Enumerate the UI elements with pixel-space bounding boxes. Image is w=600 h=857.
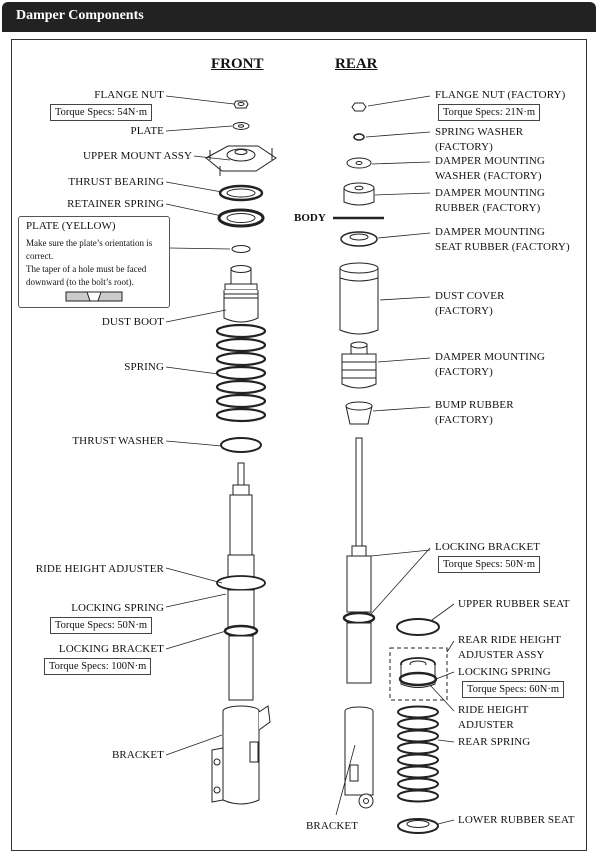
rear-upper-rubber-seat — [396, 618, 440, 636]
rear-adjuster-assy — [398, 657, 438, 688]
rear-seat-rubber — [340, 231, 378, 247]
rear-adjuster-assy-label-2: ADJUSTER ASSY — [458, 649, 545, 661]
front-thrust-washer — [220, 437, 262, 453]
rear-locking-bracket-spec: Torque Specs: 50N·m — [438, 556, 540, 573]
rear-mounting-label-2: (FACTORY) — [435, 366, 493, 378]
front-spring-label: SPRING — [124, 361, 164, 373]
rear-mounting-label-1: DAMPER MOUNTING — [435, 351, 545, 363]
rear-locking-spring-label: LOCKING SPRING — [458, 666, 551, 678]
title-bar: Damper Components — [2, 2, 596, 32]
rear-ride-height-label-2: ADJUSTER — [458, 719, 514, 731]
front-dust-boot-label: DUST BOOT — [101, 316, 164, 328]
page-title: Damper Components — [16, 8, 144, 23]
body-label: BODY — [294, 212, 326, 224]
rear-dust-cover — [339, 262, 379, 335]
rear-dust-cover-label-2: (FACTORY) — [435, 305, 493, 317]
front-locking-spring-label: LOCKING SPRING — [71, 602, 164, 614]
rear-lower-rubber-seat-label: LOWER RUBBER SEAT — [458, 814, 575, 826]
front-upper-mount — [205, 145, 277, 176]
front-plate — [232, 122, 250, 130]
front-bracket-label: BRACKET — [111, 749, 164, 761]
rear-flange-nut — [351, 102, 367, 112]
front-heading: FRONT — [211, 56, 264, 72]
front-flange-nut-spec: Torque Specs: 54N·m — [50, 104, 152, 121]
diagram-frame — [11, 39, 587, 851]
front-flange-nut — [233, 100, 249, 109]
plate-cross-section-icon — [65, 291, 123, 302]
rear-seat-rubber-label-1: DAMPER MOUNTING — [435, 226, 545, 238]
front-ride-height-label: RIDE HEIGHT ADJUSTER — [35, 563, 164, 575]
rear-mount-rubber-label-2: RUBBER (FACTORY) — [435, 202, 541, 214]
rear-ride-height-label-1: RIDE HEIGHT — [458, 704, 529, 716]
front-flange-nut-label: FLANGE NUT — [94, 89, 164, 101]
front-retainer-spring — [217, 208, 265, 228]
front-plate-label: PLATE — [130, 125, 164, 137]
front-yellow-plate — [231, 245, 251, 253]
front-thrust-bearing-label: THRUST BEARING — [68, 176, 164, 188]
front-retainer-spring-label: RETAINER SPRING — [67, 198, 164, 210]
rear-mounting-washer — [346, 157, 372, 169]
rear-upper-rubber-seat-label: UPPER RUBBER SEAT — [458, 598, 570, 610]
rear-heading: REAR — [335, 56, 378, 72]
front-locking-bracket-label: LOCKING BRACKET — [58, 643, 164, 655]
rear-spring — [397, 705, 439, 803]
front-thrust-bearing — [218, 184, 264, 202]
plate-yellow-note: PLATE (YELLOW) Make sure the plate’s ori… — [18, 216, 170, 308]
rear-lower-rubber-seat — [397, 818, 439, 834]
rear-bump-rubber — [345, 401, 373, 425]
rear-flange-nut-spec: Torque Specs: 21N·m — [438, 104, 540, 121]
rear-damper-mounting — [341, 341, 377, 389]
rear-adjuster-assy-label-1: REAR RIDE HEIGHT — [458, 634, 562, 646]
rear-bracket — [344, 706, 374, 809]
front-thrust-washer-label: THRUST WASHER — [72, 435, 164, 447]
front-spring — [215, 323, 267, 423]
note-line-4: downward (to the bolt’s root). — [26, 277, 134, 287]
note-line-3: The taper of a hole must be faced — [26, 264, 147, 274]
rear-bump-rubber-label-1: BUMP RUBBER — [435, 399, 514, 411]
note-title: PLATE (YELLOW) — [26, 220, 116, 232]
rear-locking-spring-spec: Torque Specs: 60N·m — [462, 681, 564, 698]
rear-spring-washer — [353, 133, 365, 141]
front-dust-boot — [223, 265, 259, 323]
note-line-2: correct. — [26, 251, 54, 261]
rear-locking-bracket-label: LOCKING BRACKET — [435, 541, 541, 553]
rear-bracket-label: BRACKET — [306, 820, 359, 832]
front-locking-bracket-spec: Torque Specs: 100N·m — [44, 658, 152, 675]
rear-flange-nut-label: FLANGE NUT (FACTORY) — [435, 89, 566, 101]
front-bracket — [211, 705, 271, 805]
rear-damper — [342, 437, 376, 684]
rear-spring-washer-label-1: SPRING WASHER — [435, 126, 524, 138]
rear-mount-washer-label-1: DAMPER MOUNTING — [435, 155, 545, 167]
rear-adjuster-box — [389, 647, 448, 701]
rear-mounting-rubber — [343, 182, 375, 206]
rear-spring-washer-label-2: (FACTORY) — [435, 141, 493, 153]
rear-spring-label: REAR SPRING — [458, 736, 531, 748]
note-line-1: Make sure the plate’s orientation is — [26, 238, 153, 248]
rear-dust-cover-label-1: DUST COVER — [435, 290, 505, 302]
front-locking-spring-spec: Torque Specs: 50N·m — [50, 617, 152, 634]
front-upper-mount-label: UPPER MOUNT ASSY — [83, 150, 192, 162]
rear-mount-washer-label-2: WASHER (FACTORY) — [435, 170, 542, 182]
rear-bump-rubber-label-2: (FACTORY) — [435, 414, 493, 426]
rear-mount-rubber-label-1: DAMPER MOUNTING — [435, 187, 545, 199]
rear-seat-rubber-label-2: SEAT RUBBER (FACTORY) — [435, 241, 570, 253]
leader-lines — [165, 95, 455, 825]
front-damper — [216, 462, 266, 701]
